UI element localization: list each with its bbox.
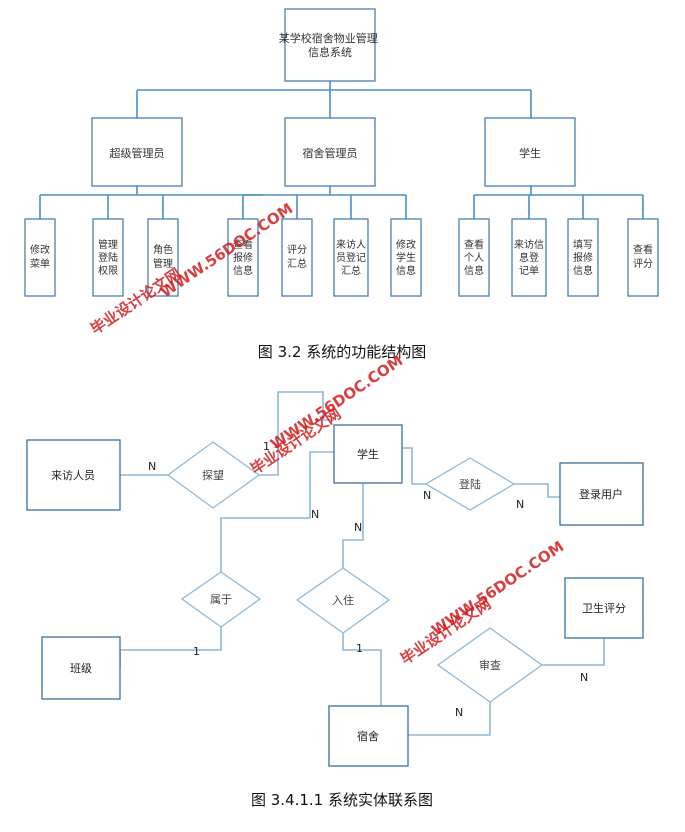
relation-label-live: 入住 bbox=[332, 593, 354, 607]
func-box-login-permission bbox=[92, 218, 124, 297]
relation-diamond-belong bbox=[180, 571, 262, 628]
cardinality-live-dorm: 1 bbox=[356, 642, 363, 655]
root-label-line2: 信息系统 bbox=[308, 45, 352, 59]
relation-diamond-live bbox=[295, 567, 391, 634]
func-label-view-personal: 查看个人信息 bbox=[464, 238, 484, 277]
cardinality-student-login: N bbox=[423, 489, 431, 502]
relation-diamond-visit bbox=[166, 441, 261, 509]
watermark-site-2: 毕业设计论文网 bbox=[247, 405, 344, 479]
func-box-score-summary bbox=[281, 218, 313, 297]
root-label: 某学校宿舍物业管理 信息系统 bbox=[279, 31, 382, 59]
func-label-visit-register: 来访信息登记单 bbox=[514, 239, 544, 277]
func-box-view-repair bbox=[227, 218, 259, 297]
relation-diamond-login bbox=[424, 457, 516, 511]
entity-box-hygiene bbox=[564, 577, 644, 639]
func-label-login-permission: 管理登陆权限 bbox=[98, 238, 118, 277]
role-box-student bbox=[484, 117, 576, 187]
func-box-edit-menu bbox=[24, 218, 56, 297]
entity-box-class bbox=[41, 636, 121, 700]
func-label-fill-repair: 填写报修信息 bbox=[573, 238, 593, 277]
cardinality-visitor-visit: N bbox=[148, 460, 156, 473]
entity-box-dorm bbox=[328, 705, 409, 767]
root-label-line1: 某学校宿舍物业管理 bbox=[279, 31, 378, 45]
func-label-visitor-summary: 来访人员登记汇总 bbox=[336, 239, 366, 277]
relation-label-belong: 属于 bbox=[210, 593, 232, 606]
relation-label-review: 审查 bbox=[479, 658, 501, 672]
func-box-view-personal bbox=[458, 218, 490, 297]
role-box-super-admin bbox=[91, 117, 183, 187]
structure-connectors bbox=[39, 81, 644, 219]
cardinality-visit-student: 1 bbox=[263, 440, 270, 453]
func-box-fill-repair bbox=[567, 218, 599, 297]
cardinality-belong-class: 1 bbox=[193, 645, 200, 658]
entity-label-visitor: 来访人员 bbox=[51, 469, 95, 482]
func-box-visit-register bbox=[511, 218, 547, 297]
structure-caption: 图 3.2 系统的功能结构图 bbox=[258, 343, 426, 361]
root-box bbox=[284, 8, 376, 82]
func-label-edit-menu: 修改菜单 bbox=[30, 243, 50, 270]
cardinality-dorm-review: N bbox=[455, 706, 463, 719]
entity-box-visitor bbox=[26, 439, 121, 511]
cardinality-review-hygiene: N bbox=[580, 671, 588, 684]
cardinality-login-user: N bbox=[516, 498, 524, 511]
func-label-view-score: 查看评分 bbox=[633, 243, 653, 270]
func-label-score-summary: 评分汇总 bbox=[287, 244, 307, 270]
relation-label-login: 登陆 bbox=[459, 477, 481, 491]
entity-label-hygiene: 卫生评分 bbox=[582, 601, 626, 615]
role-label-dorm-admin: 宿舍管理员 bbox=[303, 146, 358, 160]
func-box-visitor-summary bbox=[333, 218, 369, 297]
func-label-edit-student: 修改学生信息 bbox=[396, 238, 416, 277]
func-box-view-score bbox=[627, 218, 659, 297]
entity-label-student: 学生 bbox=[357, 447, 379, 461]
entity-label-login-user: 登录用户 bbox=[579, 487, 623, 501]
role-box-dorm-admin bbox=[284, 117, 376, 187]
er-diagram: 来访人员 学生 登录用户 卫生评分 班级 宿舍 探望 登陆 属于 入住 审查 N… bbox=[26, 391, 644, 809]
role-label-student: 学生 bbox=[519, 146, 541, 160]
entity-box-student bbox=[333, 424, 403, 484]
cardinality-student-live: N bbox=[354, 521, 362, 534]
role-label-super-admin: 超级管理员 bbox=[110, 146, 165, 160]
relation-diamond-review bbox=[436, 627, 544, 703]
er-connectors bbox=[119, 391, 605, 736]
relation-label-visit: 探望 bbox=[202, 469, 224, 482]
func-box-role-manage bbox=[147, 218, 179, 297]
func-label-view-repair: 查看报修信息 bbox=[233, 238, 253, 277]
func-label-role-manage: 角色管理 bbox=[153, 243, 173, 270]
entity-label-dorm: 宿舍 bbox=[357, 729, 379, 743]
structure-diagram: 某学校宿舍物业管理 信息系统 超级管理员 宿舍管理员 学生 修改菜单 管理登陆权… bbox=[24, 8, 659, 361]
entity-box-login-user bbox=[559, 462, 644, 526]
er-caption: 图 3.4.1.1 系统实体联系图 bbox=[251, 791, 433, 809]
entity-label-class: 班级 bbox=[70, 662, 92, 675]
cardinality-student-belong: N bbox=[311, 508, 319, 521]
func-box-edit-student bbox=[390, 218, 422, 297]
